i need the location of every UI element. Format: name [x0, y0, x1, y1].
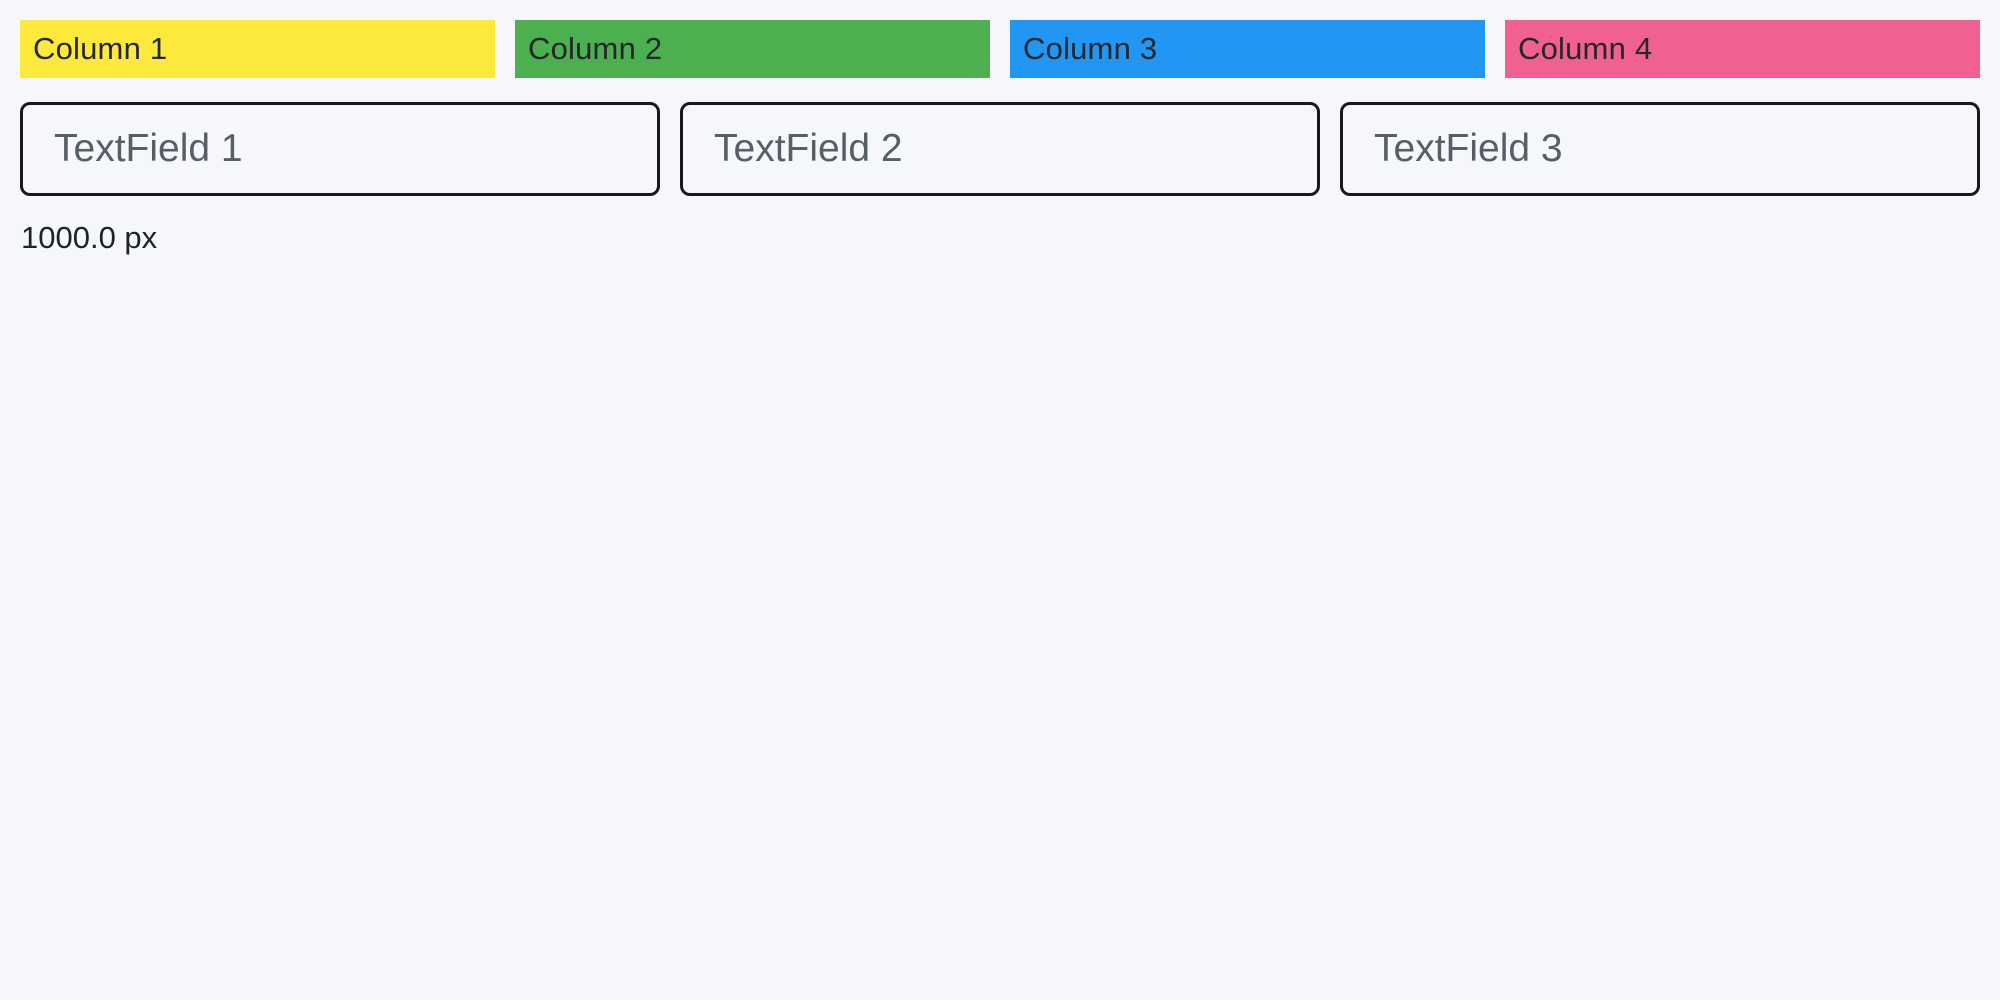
column-1: Column 1 [20, 20, 495, 78]
columns-row: Column 1 Column 2 Column 3 Column 4 [0, 0, 2000, 78]
column-3-label: Column 3 [1023, 31, 1158, 66]
column-4-label: Column 4 [1518, 31, 1653, 66]
column-4: Column 4 [1505, 20, 1980, 78]
textfield-3[interactable] [1340, 102, 1980, 196]
column-2-label: Column 2 [528, 31, 663, 66]
textfield-1[interactable] [20, 102, 660, 196]
column-3: Column 3 [1010, 20, 1485, 78]
column-1-label: Column 1 [33, 31, 168, 66]
column-2: Column 2 [515, 20, 990, 78]
textfield-2[interactable] [680, 102, 1320, 196]
textfields-row [0, 78, 2000, 196]
screen-width-label: 1000.0 px [21, 220, 158, 255]
